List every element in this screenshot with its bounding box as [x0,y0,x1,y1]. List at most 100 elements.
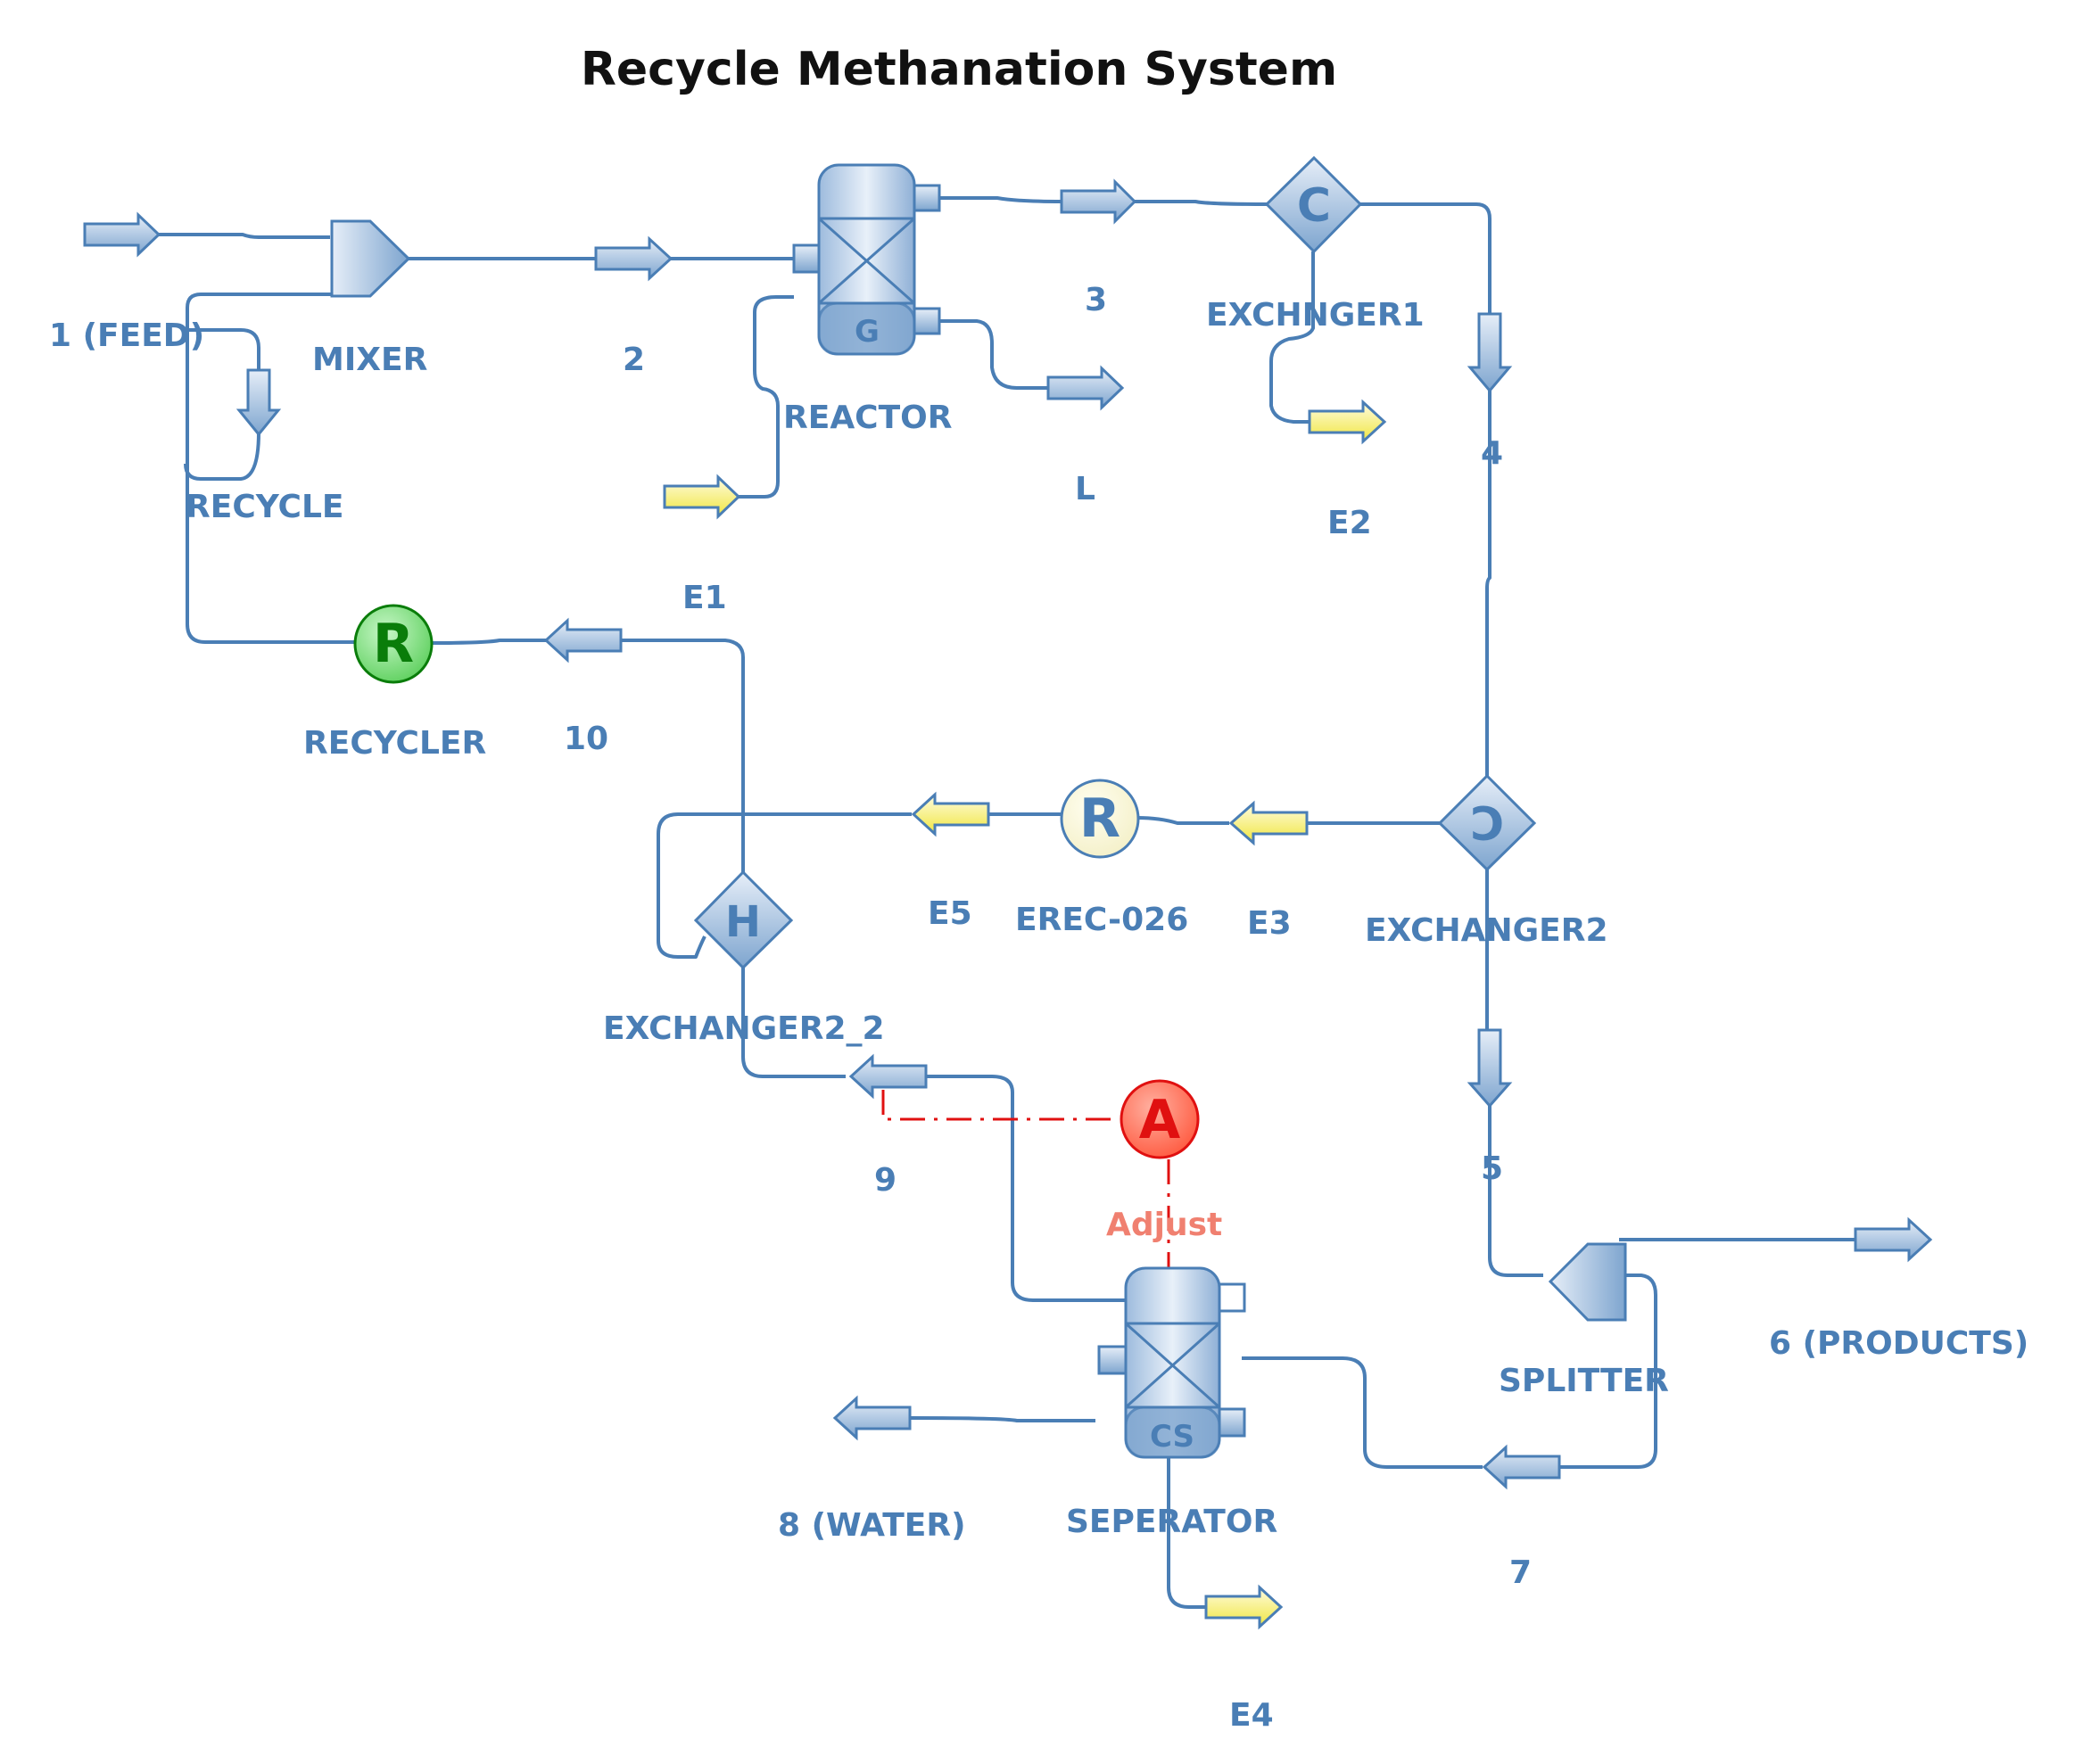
splitter-icon [1548,1242,1627,1322]
label-stream-3: 3 [1085,282,1107,318]
separator-unit[interactable]: CS [1097,1266,1246,1459]
erec-unit[interactable]: R [1060,779,1140,859]
label-stream-2: 2 [623,342,645,378]
erec-glyph: R [1079,787,1120,850]
stream-5-arrow[interactable] [1467,1028,1513,1109]
exchanger1-glyph: C [1297,179,1331,233]
label-stream-4: 4 [1481,435,1503,472]
recycler-unit[interactable]: R [353,604,434,684]
label-splitter: SPLITTER [1499,1363,1669,1399]
pipe-recycle-loop [185,293,357,644]
label-stream-9: 9 [874,1162,897,1199]
reactor-packing-icon [817,217,916,305]
stream-7-arrow[interactable] [1482,1444,1561,1490]
stream-E1-arrow[interactable] [663,474,741,520]
recycler-glyph: R [373,613,414,675]
label-E4: E4 [1229,1697,1274,1734]
stream-3-arrow[interactable] [1060,178,1137,225]
pipe-E1 [737,295,794,499]
pipe-E4 [1167,1454,1206,1609]
diagram-title: Recycle Methanation System [581,43,1337,96]
label-stream-10: 10 [564,721,608,757]
mixer-unit[interactable] [330,219,411,298]
label-exchanger1: EXCHNGER1 [1206,297,1425,334]
stream-E2-arrow[interactable] [1308,399,1387,445]
label-stream-7: 7 [1509,1554,1532,1591]
stream-E3-arrow[interactable] [1228,800,1309,846]
stream-E5-arrow[interactable] [911,791,990,837]
adjust-operation-icon [1120,1079,1200,1159]
label-E3: E3 [1247,905,1292,942]
splitter-unit[interactable] [1548,1242,1627,1322]
pipe-7b [1242,1356,1483,1469]
stream-10-arrow[interactable] [543,617,623,664]
recycle-operation-icon [353,604,434,684]
heater-icon [693,870,794,970]
label-erec: EREC-026 [1015,902,1188,938]
adjust-unit[interactable]: A [1120,1079,1200,1159]
stream-E4-arrow[interactable] [1204,1584,1284,1630]
heat-exchanger-icon [1264,155,1363,254]
pipe-recycle-back [184,432,260,481]
exchanger2-glyph: C [1470,798,1504,852]
reactor-unit[interactable]: G [792,163,941,356]
stream-water-arrow[interactable] [832,1395,912,1441]
separator-glyph: CS [1150,1419,1194,1455]
label-feed: 1 (FEED) [49,317,204,354]
pipe-recycle-down [183,328,260,370]
material-stream-arrows [83,178,1933,1490]
stream-feed-arrow[interactable] [83,211,161,258]
label-adjust: Adjust [1106,1207,1222,1243]
pipe-4a [1360,202,1491,314]
pipe-feed [159,233,330,239]
pipe-7a [1559,1274,1657,1469]
separator-top-nozzle [1216,1282,1246,1313]
separator-inlet-nozzle [1097,1345,1128,1375]
exchanger2-2-unit[interactable]: H [693,870,794,970]
labels: 1 (FEED) MIXER 2 REACTOR 3 EXCHNGER1 4 L… [49,282,2029,1734]
pipes [159,196,1855,1609]
label-stream-L: L [1075,471,1095,507]
pipe-3b [1133,200,1268,206]
pipe-E3b [1136,816,1229,825]
label-products: 6 (PRODUCTS) [1769,1325,2029,1362]
label-separator: SEPERATOR [1066,1504,1277,1540]
pipe-E5b [657,812,912,959]
label-recycler: RECYCLER [303,725,486,762]
pipe-3a [937,196,1062,203]
exchanger1-unit[interactable]: C [1264,155,1363,254]
pipe-5b [1488,1106,1543,1277]
energy-stream-arrows [663,399,1387,1630]
label-water: 8 (WATER) [778,1507,966,1544]
pipe-4b [1485,391,1491,780]
label-stream-5: 5 [1481,1150,1503,1187]
reactor-bottom-nozzle [911,307,941,335]
pipe-10a [621,639,745,878]
label-E1: E1 [682,580,727,616]
heat-exchanger-icon [1437,773,1537,872]
adjust-glyph: A [1139,1089,1181,1151]
exchanger2-unit[interactable]: C [1437,773,1537,872]
stream-6-arrow[interactable] [1854,1216,1933,1263]
pipe-water [909,1416,1095,1422]
pipe-L [937,319,1048,390]
label-E2: E2 [1327,505,1372,541]
separator-bottom-nozzle [1216,1407,1246,1438]
stream-9-arrow[interactable] [848,1053,928,1100]
energy-recycle-icon [1060,779,1140,859]
reactor-glyph: G [855,314,880,350]
reactor-top-nozzle [911,184,941,212]
label-recycle: RECYCLE [186,489,343,525]
pipe-E2 [1269,251,1315,424]
stream-L-arrow[interactable] [1046,365,1125,411]
stream-recycle-arrow[interactable] [235,368,282,437]
label-mixer: MIXER [312,342,427,378]
pipe-10b [432,639,546,645]
pipe-9b [741,968,846,1078]
stream-2-arrow[interactable] [594,235,673,282]
stream-4-arrow[interactable] [1467,312,1513,393]
mixer-icon [330,219,411,298]
label-E5: E5 [928,895,972,932]
